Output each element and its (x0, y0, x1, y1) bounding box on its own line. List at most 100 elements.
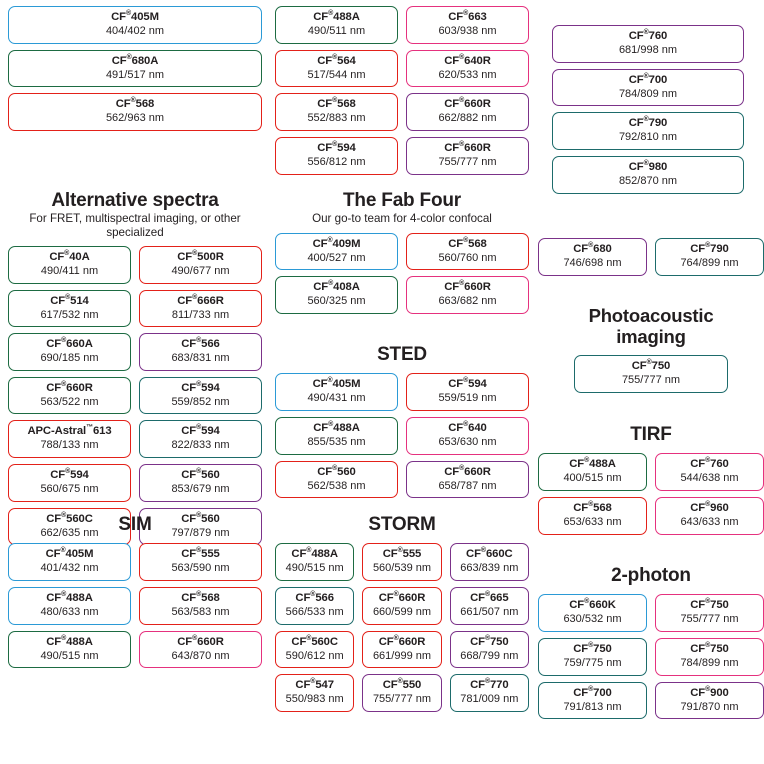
dye-name: CF®408A (313, 280, 360, 294)
registered-icon: ® (196, 547, 202, 555)
dye-name: CF®568 (448, 236, 487, 250)
registered-icon: ® (196, 337, 202, 345)
registered-icon: ® (61, 591, 67, 599)
dye-spectra: 792/810 nm (618, 131, 678, 144)
dye-spectra: 404/402 nm (105, 24, 165, 37)
registered-icon: ® (196, 511, 202, 519)
dye-spectra: 683/831 nm (171, 352, 230, 365)
registered-icon: ® (196, 591, 202, 599)
dye-spectra: 630/532 nm (563, 613, 622, 626)
dye-spectra: 755/777 nm (680, 613, 739, 626)
dye-name: CF®663 (448, 10, 487, 23)
alternative-spectra-section: Alternative spectra For FRET, multispect… (8, 190, 262, 546)
dye-name: CF®488A (569, 457, 616, 471)
registered-icon: ® (61, 381, 67, 389)
dye-spectra: 603/938 nm (438, 24, 497, 37)
registered-icon: ® (192, 250, 198, 258)
dye-name: CF®666R (177, 293, 224, 307)
dye-name: CF®405M (111, 10, 159, 23)
dye-spectra: 490/411 nm (40, 264, 99, 277)
dye-name: CF®660K (569, 598, 616, 612)
dye-name: CF®560 (181, 511, 220, 525)
dye-name: CF®770 (470, 678, 509, 692)
registered-icon: ® (484, 678, 490, 686)
dye-spectra: 755/777 nm (438, 155, 497, 168)
registered-icon: ® (393, 591, 399, 599)
registered-icon: ® (332, 53, 338, 61)
registered-icon: ® (61, 634, 67, 642)
registered-icon: ® (484, 634, 490, 642)
